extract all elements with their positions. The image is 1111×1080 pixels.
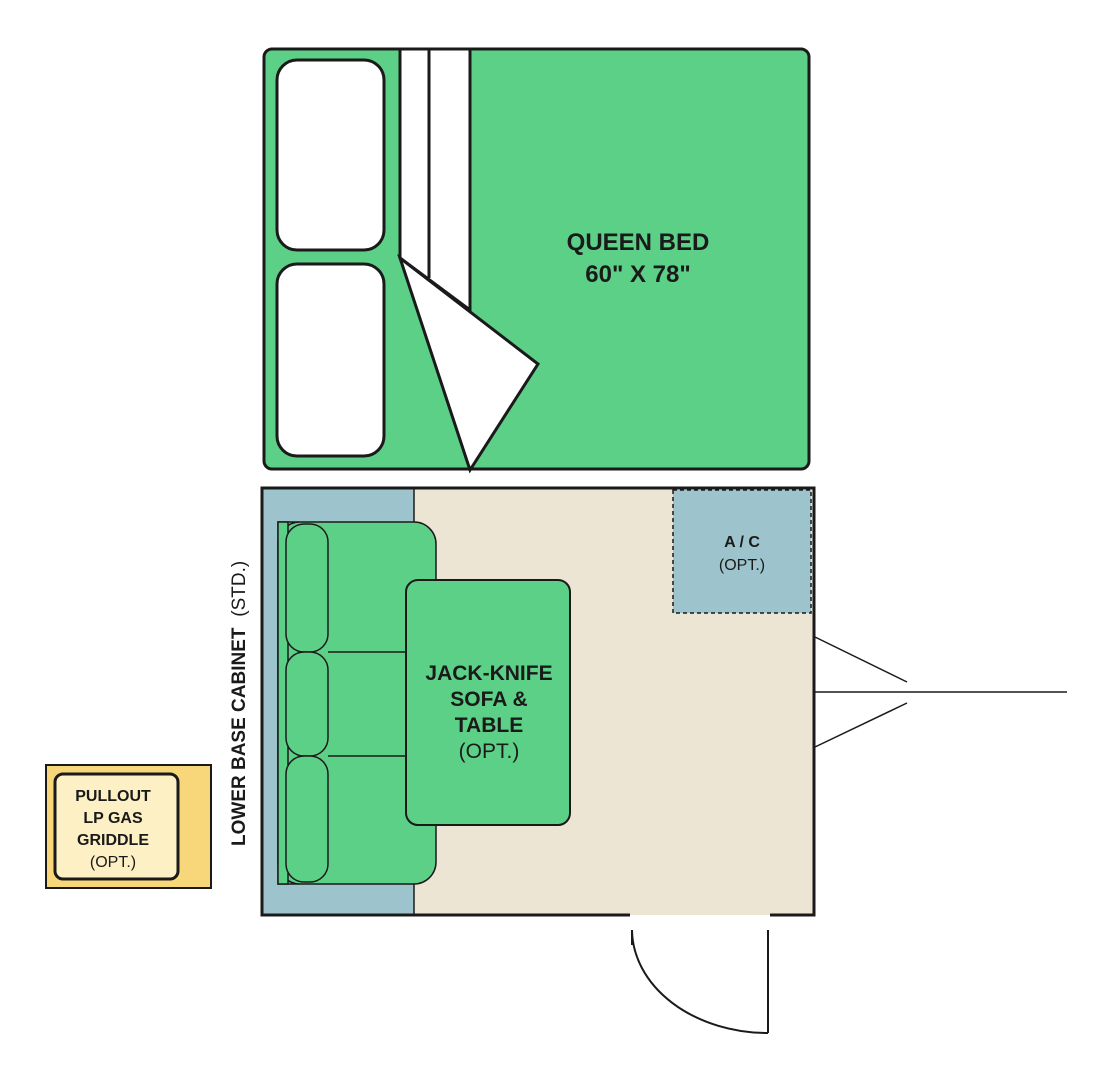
pullout-griddle: PULLOUT LP GAS GRIDDLE (OPT.) — [45, 764, 212, 889]
outer-wall — [260, 486, 816, 917]
queen-bed: QUEEN BED 60" X 78" — [262, 47, 811, 474]
sofa-cushion-2 — [285, 651, 329, 757]
cabinet-note: (STD.) — [229, 561, 250, 617]
bed-pillow-top — [275, 58, 386, 252]
ac-box — [672, 489, 812, 614]
cabinet-label: LOWER BASE CABINET — [229, 627, 250, 846]
ac-unit: A / C (OPT.) — [672, 489, 812, 614]
cabinet-label-group: LOWER BASE CABINET (STD.) — [229, 561, 250, 846]
sofa-cushion-3 — [285, 755, 329, 883]
bed-sheet-corner — [397, 253, 541, 474]
sofa-line1: JACK-KNIFE — [425, 662, 552, 685]
griddle-inner — [53, 772, 180, 881]
sofa-line2: SOFA & — [450, 688, 527, 711]
door-swing-arc — [631, 929, 769, 1034]
sofa-line3: TABLE — [455, 714, 523, 737]
griddle-line2: LP GAS — [83, 810, 143, 827]
bed-size: 60" X 78" — [585, 261, 691, 288]
sofa-cushion-1 — [285, 523, 329, 653]
ac-note: (OPT.) — [719, 557, 765, 574]
ac-label: A / C — [724, 534, 760, 551]
griddle-line3: GRIDDLE — [77, 832, 149, 849]
sofa-note: (OPT.) — [459, 740, 520, 763]
griddle-line1: PULLOUT — [75, 788, 151, 805]
door — [631, 929, 769, 1034]
bed-pillow-bottom — [275, 262, 386, 458]
jack-knife-sofa: JACK-KNIFE SOFA & TABLE (OPT.) — [277, 521, 571, 885]
bed-title: QUEEN BED — [567, 229, 710, 256]
sofa-table — [405, 579, 571, 826]
trailer-hitch — [814, 636, 1067, 748]
griddle-note: (OPT.) — [90, 854, 136, 871]
svg-text:LOWER BASE CABINET (STD.: LOWER BASE CABINET (STD.) — [229, 561, 250, 846]
